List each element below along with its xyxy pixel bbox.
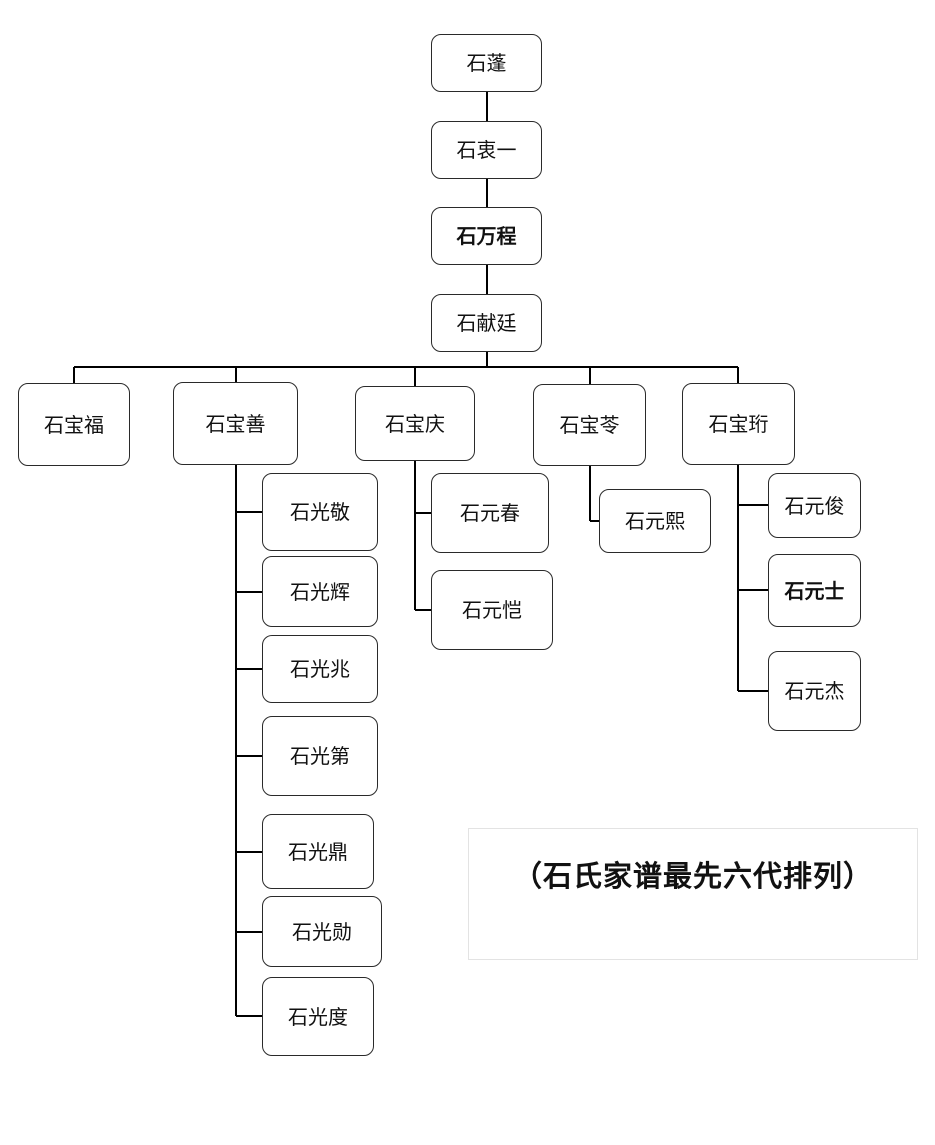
node-shiyuanchun: 石元春 bbox=[431, 473, 549, 553]
node-shiguangdu: 石光度 bbox=[262, 977, 374, 1056]
node-label: 石万程 bbox=[456, 224, 517, 248]
node-label: 石宝苓 bbox=[559, 413, 620, 437]
node-label: 石元士 bbox=[784, 578, 845, 603]
node-shibaoling: 石宝苓 bbox=[533, 384, 646, 466]
node-shibaoheng: 石宝珩 bbox=[682, 383, 795, 465]
node-label: 石宝珩 bbox=[708, 412, 769, 436]
node-label: 石元俊 bbox=[784, 493, 845, 518]
node-shipeng: 石蓬 bbox=[431, 34, 542, 92]
node-label: 石元春 bbox=[460, 501, 520, 525]
node-shiyuanshi: 石元士 bbox=[768, 554, 861, 627]
node-label: 石元恺 bbox=[462, 598, 522, 622]
node-shiguangding: 石光鼎 bbox=[262, 814, 374, 889]
node-shiguangdi: 石光第 bbox=[262, 716, 378, 796]
node-label: 石光辉 bbox=[290, 579, 350, 604]
node-label: 石宝福 bbox=[44, 412, 104, 437]
node-shiwancheng: 石万程 bbox=[431, 207, 542, 265]
node-label: 石光第 bbox=[290, 744, 350, 768]
node-shiguangjing: 石光敬 bbox=[262, 473, 378, 551]
node-label: 石元熙 bbox=[625, 509, 685, 533]
node-shiyuanjie: 石元杰 bbox=[768, 651, 861, 731]
node-label: 石光勋 bbox=[292, 919, 352, 944]
node-shixianting: 石献廷 bbox=[431, 294, 542, 352]
node-shibaoshan: 石宝善 bbox=[173, 382, 298, 465]
node-shiyuanjun: 石元俊 bbox=[768, 473, 861, 538]
node-shiguangxun: 石光勋 bbox=[262, 896, 382, 967]
caption-text: （石氏家谱最先六代排列） bbox=[512, 859, 873, 893]
node-shiyuanxi: 石元熙 bbox=[599, 489, 711, 553]
node-label: 石宝善 bbox=[205, 411, 266, 436]
node-shibaoqing: 石宝庆 bbox=[355, 386, 475, 461]
node-shiguanghui: 石光辉 bbox=[262, 556, 378, 627]
node-label: 石蓬 bbox=[466, 51, 507, 75]
node-label: 石宝庆 bbox=[385, 411, 445, 436]
node-label: 石光敬 bbox=[290, 500, 350, 524]
node-shiyuankai: 石元恺 bbox=[431, 570, 553, 650]
node-shibaofu: 石宝福 bbox=[18, 383, 130, 466]
node-shiguangzhao: 石光兆 bbox=[262, 635, 378, 703]
node-label: 石献廷 bbox=[456, 311, 517, 335]
node-label: 石光度 bbox=[288, 1004, 348, 1029]
caption-box: （石氏家谱最先六代排列） bbox=[468, 828, 918, 960]
node-label: 石光兆 bbox=[290, 657, 350, 681]
node-label: 石光鼎 bbox=[288, 839, 348, 864]
node-label: 石元杰 bbox=[784, 679, 845, 703]
node-shizhongyi: 石衷一 bbox=[431, 121, 542, 179]
node-label: 石衷一 bbox=[456, 138, 517, 162]
